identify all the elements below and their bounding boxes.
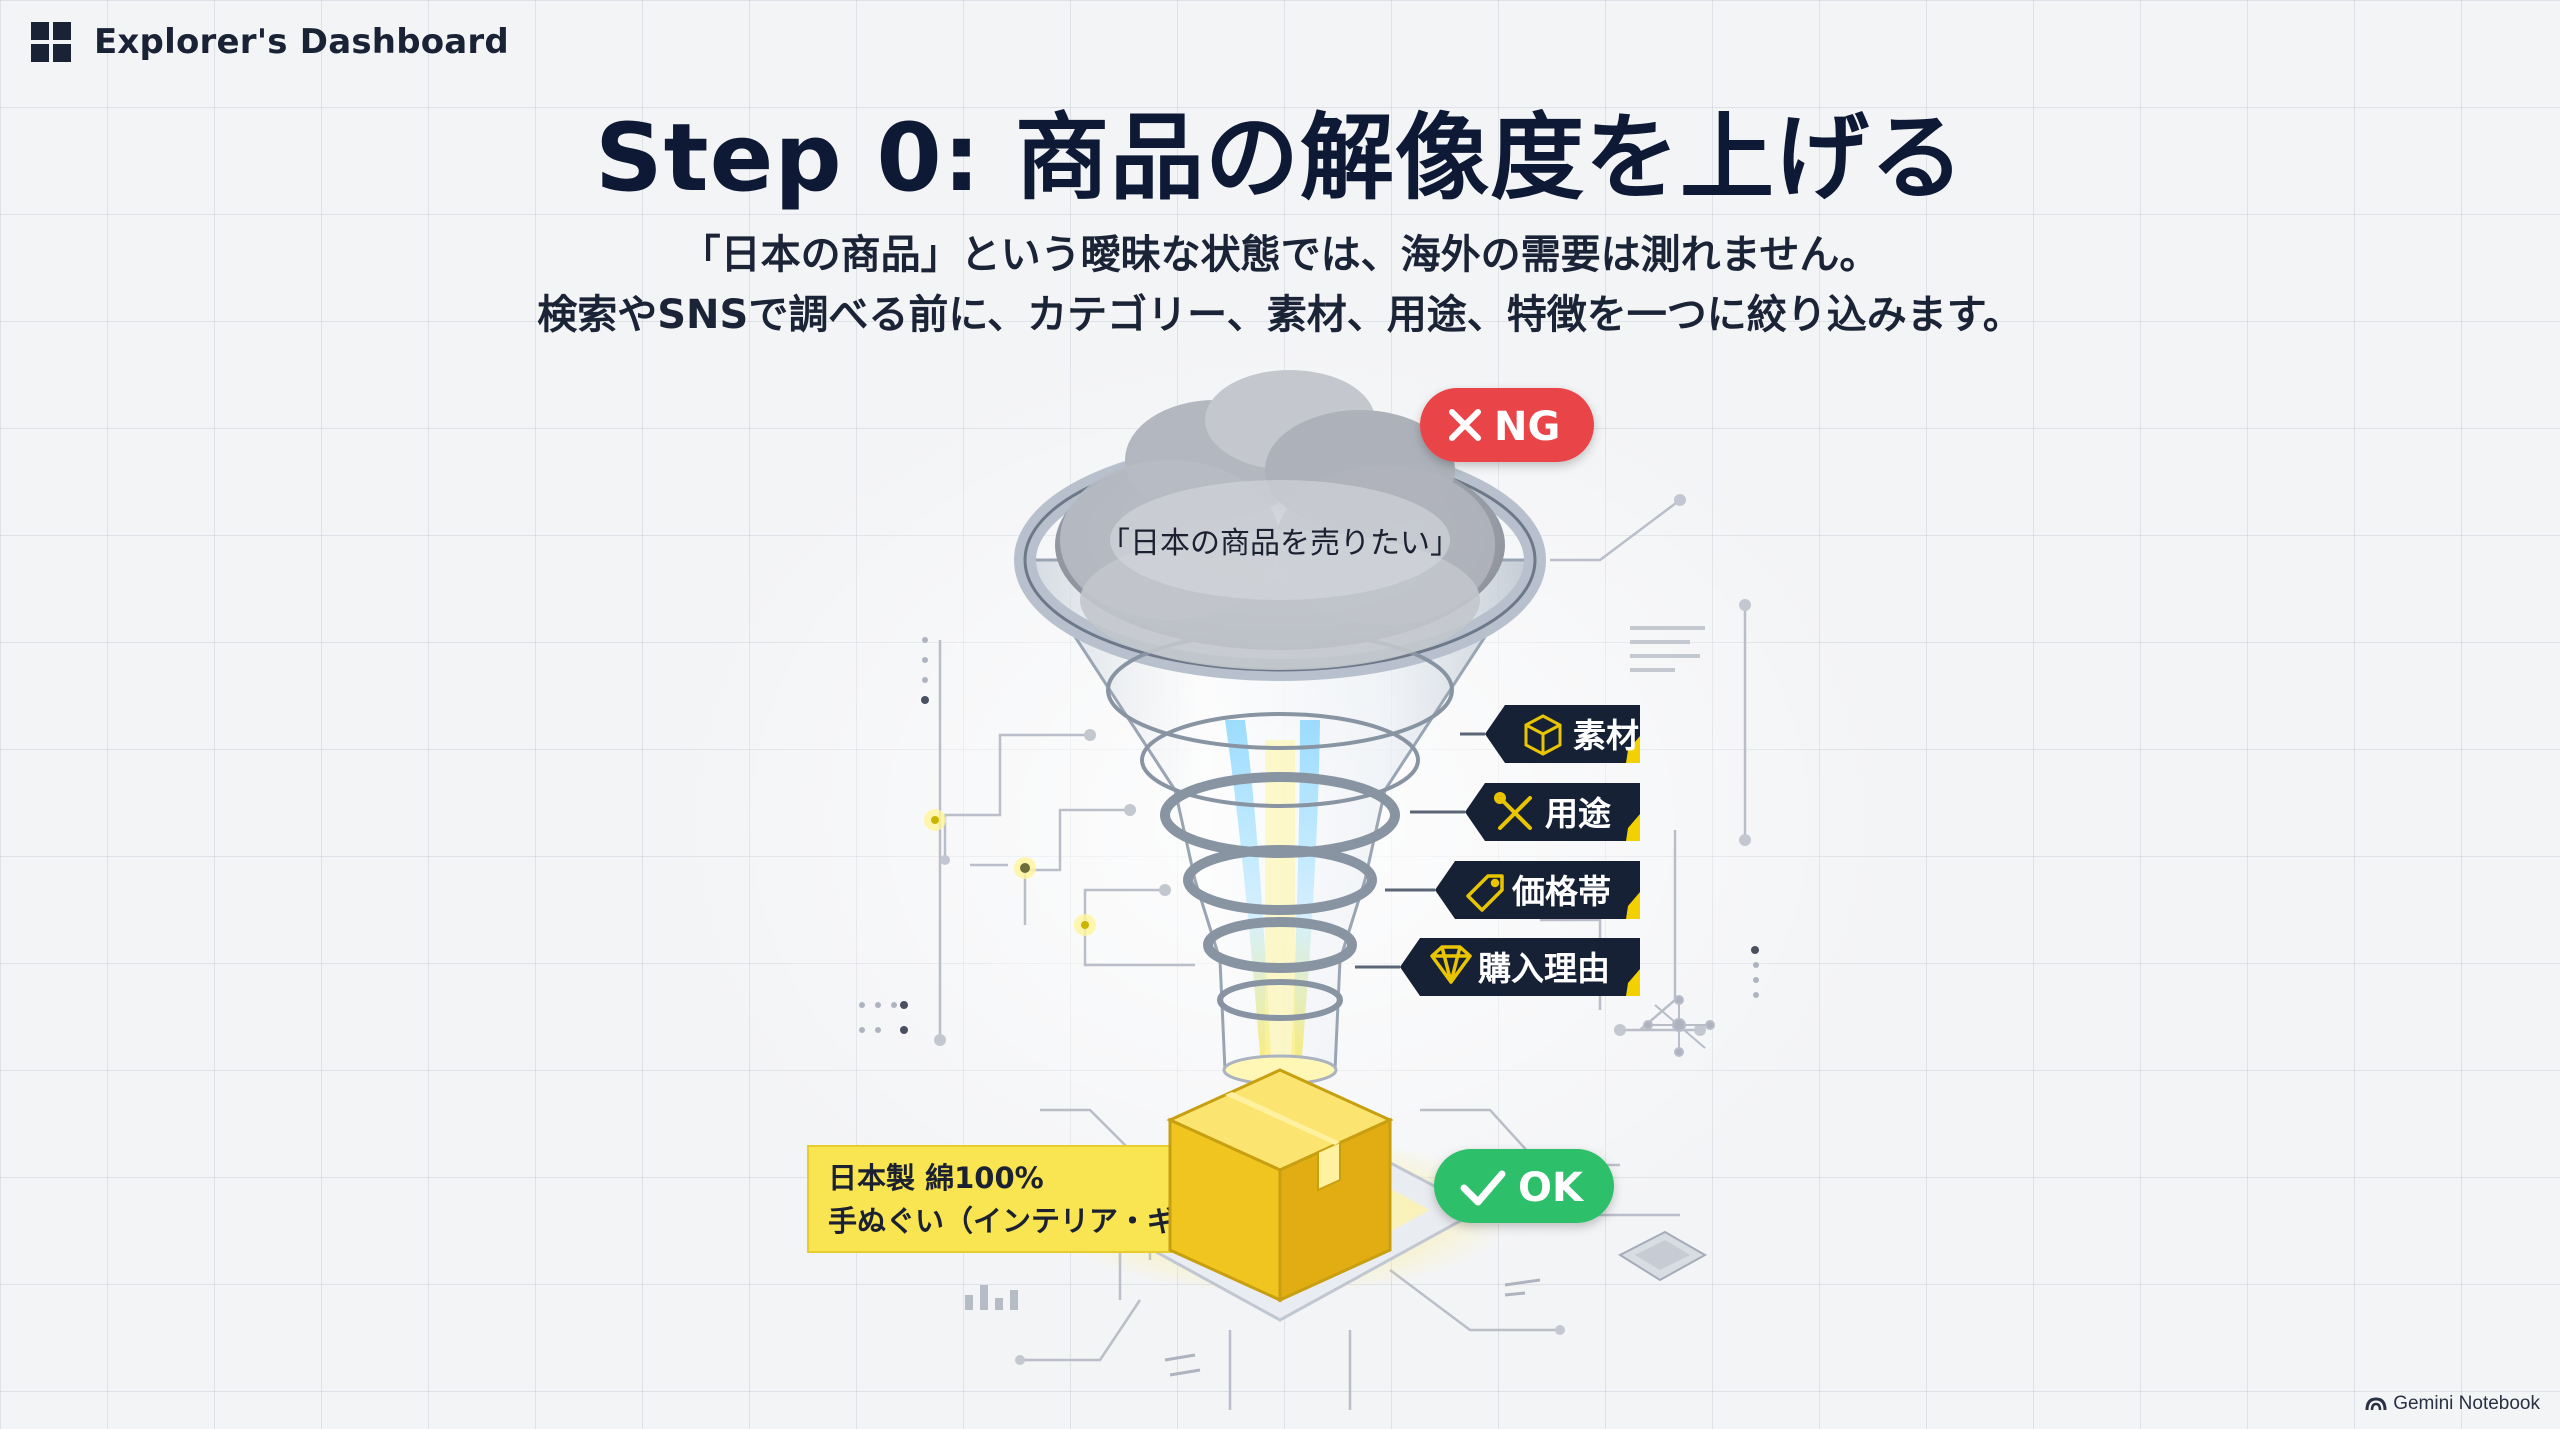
page-title: Step 0: 商品の解像度を上げる [594,104,1966,213]
filter-tag-usage: 用途 [1410,783,1640,841]
cloud-input-text: 「日本の商品を売りたい」 [1100,526,1460,561]
subtitle-line-1: 「日本の商品」という曖昧な状態では、海外の需要は測れません。 [680,232,1880,278]
circuit-nodes [934,494,1751,1365]
x-mark-icon [1449,409,1481,441]
grid-windows-icon [31,22,71,62]
watermark-text: Gemini Notebook [2393,1393,2540,1414]
decor-text-lines-right [1630,626,1705,672]
ok-badge-label: OK [1518,1165,1585,1211]
product-box [1166,1068,1394,1303]
decor-chip [1617,1230,1708,1282]
tools-icon [1494,792,1532,830]
decor-dots-left [859,637,929,1034]
subtitle-line-2: 検索やSNSで調べる前に、カテゴリー、素材、用途、特徴を一つに絞り込みます。 [537,292,2023,338]
cube-icon [1524,714,1562,756]
cloud-input: 「日本の商品を売りたい」 [1055,370,1505,670]
decor-bar-mini-chart [965,1285,1018,1310]
filter-tag-label: 購入理由 [1478,949,1610,988]
watermark: Gemini Notebook [2365,1393,2540,1415]
filter-tag-label: 価格帯 [1511,872,1611,911]
app-title: Explorer's Dashboard [94,22,509,62]
decor-dash-marks [1164,1278,1541,1377]
decor-network-node [1643,995,1715,1057]
gemini-logo-icon [2365,1397,2387,1411]
diamond-icon [1430,945,1472,984]
ok-badge: OK [1434,1149,1614,1223]
check-mark-icon [1460,1170,1506,1206]
circuit-glow-nodes [924,809,1096,936]
filter-tag-label: 用途 [1545,794,1611,833]
app-header: Explorer's Dashboard [30,20,509,64]
filter-tag-price-range: 価格帯 [1385,861,1640,919]
ng-badge-label: NG [1494,404,1560,450]
filter-tag-material: 素材 [1460,705,1640,763]
filter-tag-label: 素材 [1573,716,1639,755]
funnel [1014,439,1546,1086]
output-label-line-1: 日本製 綿100% [828,1161,1044,1195]
ng-badge: NG [1420,388,1594,462]
decor-dots-right [1751,946,1759,998]
price-tag-icon [1466,874,1504,912]
filter-tag-purchase-reason: 購入理由 [1355,938,1640,996]
